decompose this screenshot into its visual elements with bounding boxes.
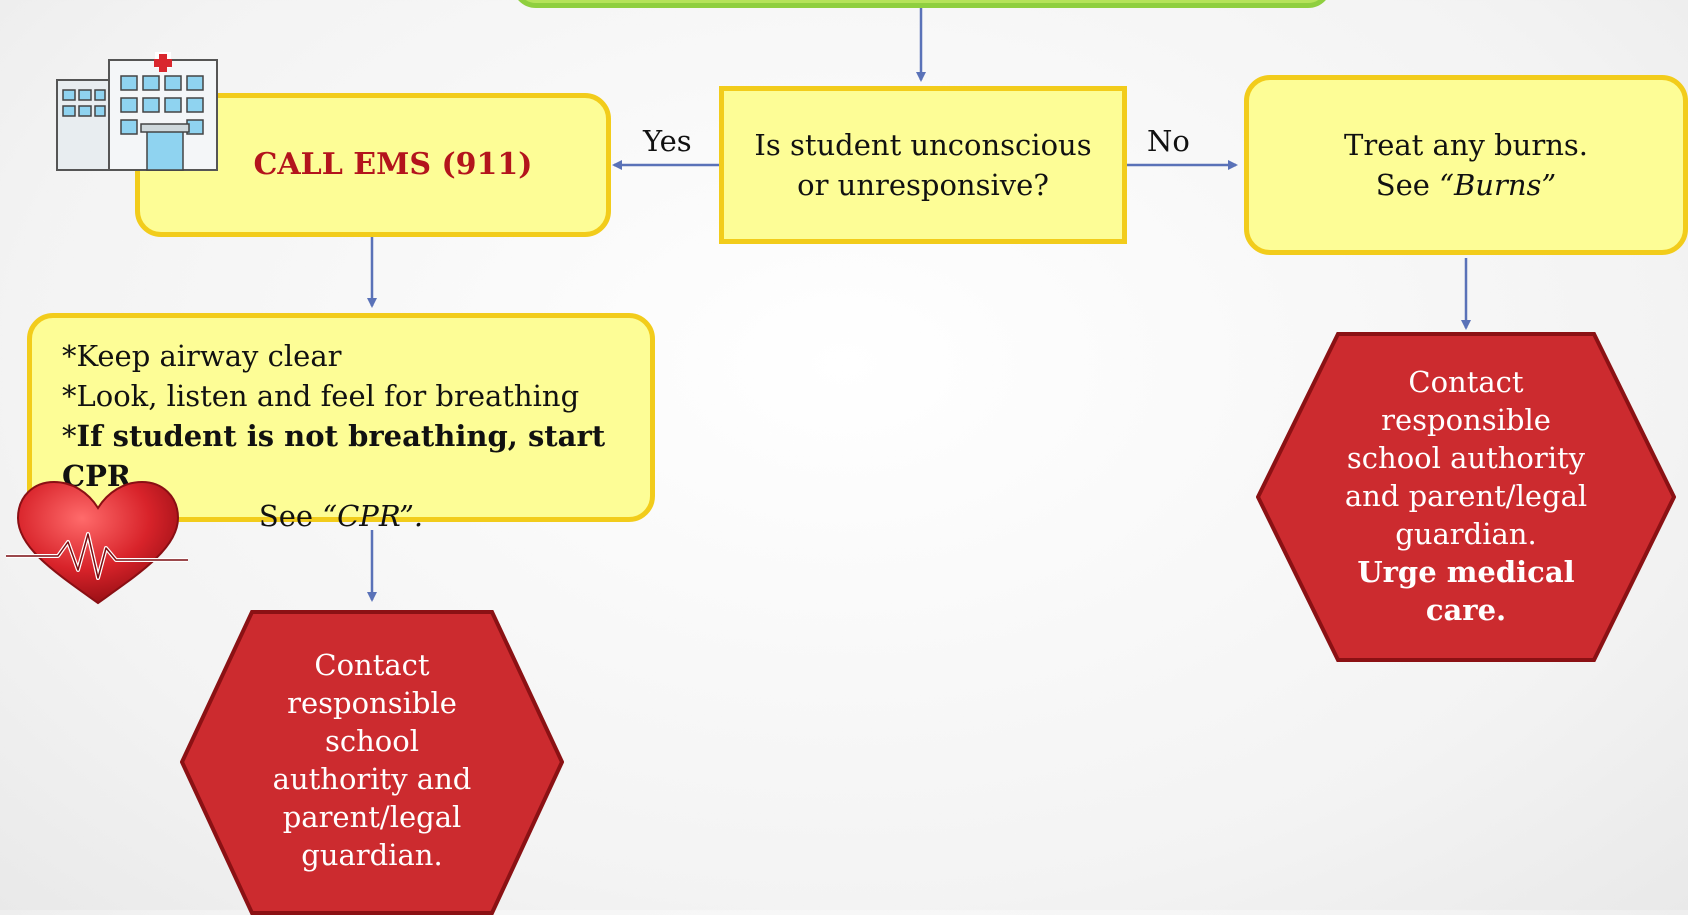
see-burns-line: See “Burns” — [1376, 165, 1556, 205]
question-box: Is student unconscious or unresponsive? — [719, 86, 1127, 244]
contact-left-line: school — [325, 724, 419, 758]
see-label: See — [1375, 168, 1430, 202]
contact-left-text: Contact responsible school authority and… — [240, 646, 504, 874]
airway-line-1: *Keep airway clear — [62, 339, 342, 373]
urge-medical-line: care. — [1425, 593, 1507, 627]
contact-right-line: and parent/legal — [1344, 479, 1588, 513]
call-ems-label: CALL EMS (911) — [253, 147, 533, 182]
contact-left-line: Contact — [314, 648, 430, 682]
contact-left-line: responsible — [287, 686, 457, 720]
cpr-reference: “CPR”. — [322, 499, 424, 533]
contact-left-line: guardian. — [301, 838, 443, 872]
call-ems-box: CALL EMS (911) — [135, 93, 611, 237]
airway-line-3-prefix: * — [62, 419, 77, 453]
yes-label: Yes — [643, 124, 692, 158]
contact-right-line: responsible — [1381, 403, 1551, 437]
heartbeat-icon — [6, 480, 188, 605]
question-text: Is student unconscious or unresponsive? — [754, 128, 1092, 202]
contact-right-line: Contact — [1408, 365, 1524, 399]
treat-burns-text: Treat any burns. — [1344, 128, 1588, 162]
contact-left-line: parent/legal — [282, 800, 462, 834]
contact-right-line: school authority — [1346, 441, 1586, 475]
contact-hexagon-right — [1256, 332, 1676, 662]
urge-medical-line: Urge medical — [1357, 555, 1575, 589]
contact-right-line: guardian. — [1395, 517, 1537, 551]
contact-left-line: authority and — [272, 762, 472, 796]
contact-right-text: Contact responsible school authority and… — [1330, 363, 1602, 629]
see-label: See — [258, 499, 314, 533]
treat-burns-box: Treat any burns. See “Burns” — [1244, 75, 1688, 255]
airway-line-2: *Look, listen and feel for breathing — [62, 379, 580, 413]
burns-reference: “Burns” — [1439, 168, 1557, 202]
hospital-icon — [56, 52, 218, 171]
see-cpr-line: See “CPR”. — [62, 496, 650, 536]
no-label: No — [1147, 124, 1190, 158]
